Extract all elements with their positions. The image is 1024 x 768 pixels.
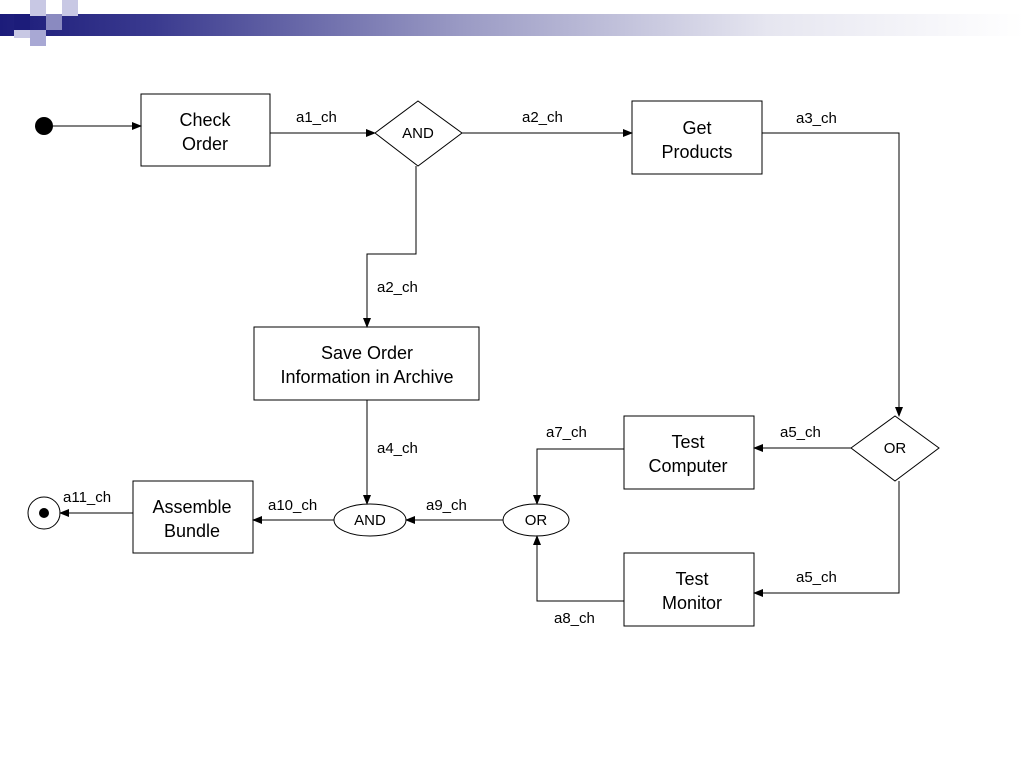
flow-label-a8: a8_ch — [554, 610, 595, 627]
flow-label-a1: a1_ch — [296, 109, 337, 126]
assemble-bundle-label-2: Bundle — [164, 521, 220, 541]
or-split-gateway: OR — [850, 415, 940, 482]
check-order-label-2: Order — [182, 134, 228, 154]
get-products-label-2: Products — [661, 142, 732, 162]
header-square-pale-2 — [14, 30, 30, 38]
test-monitor-label-1: Test — [675, 569, 708, 589]
flow-a8 — [533, 535, 624, 602]
flow-label-a7: a7_ch — [546, 424, 587, 441]
and-join-label: AND — [354, 512, 386, 529]
test-computer-box: Test Computer — [623, 415, 755, 490]
end-node — [27, 496, 61, 530]
flow-label-a3: a3_ch — [796, 110, 837, 127]
flow-label-a5-monitor: a5_ch — [796, 569, 837, 586]
start-node — [35, 117, 53, 135]
flow-a5-monitor — [753, 481, 900, 597]
test-computer-label-2: Computer — [648, 456, 727, 476]
check-order-label-1: Check — [179, 110, 231, 130]
or-split-label: OR — [884, 440, 907, 457]
get-products-box: Get Products — [631, 100, 763, 175]
and-join-gateway: AND — [333, 503, 407, 537]
header-square-mid — [46, 14, 62, 30]
flow-label-a2-down: a2_ch — [377, 279, 418, 296]
flow-label-a9: a9_ch — [426, 497, 467, 514]
header-gradient-bar — [0, 14, 1024, 36]
flow-label-a4: a4_ch — [377, 440, 418, 457]
flow-a3 — [762, 132, 903, 417]
assemble-bundle-box: Assemble Bundle — [132, 480, 254, 554]
flow-a2-down — [363, 166, 417, 328]
get-products-label-1: Get — [682, 118, 711, 138]
flow-label-a5-computer: a5_ch — [780, 424, 821, 441]
header-square-pale — [30, 30, 46, 46]
header-square-dark — [14, 14, 30, 30]
or-join-label: OR — [525, 512, 548, 529]
save-order-box: Save Order Information in Archive — [253, 326, 480, 401]
flow-label-a2-right: a2_ch — [522, 109, 563, 126]
test-monitor-label-2: Monitor — [662, 593, 722, 613]
test-computer-label-1: Test — [671, 432, 704, 452]
save-order-label-2: Information in Archive — [280, 367, 453, 387]
check-order-box: Check Order — [140, 93, 271, 167]
or-join-gateway: OR — [502, 503, 570, 537]
flow-label-a11: a11_ch — [63, 489, 111, 506]
and-split-gateway: AND — [374, 100, 463, 167]
flow-label-a10: a10_ch — [268, 497, 317, 514]
flow-a7 — [533, 448, 624, 505]
test-monitor-box: Test Monitor — [623, 552, 755, 627]
assemble-bundle-label-1: Assemble — [152, 497, 231, 517]
header-square-light-2 — [62, 0, 78, 16]
and-split-label: AND — [402, 125, 434, 142]
header-square-light — [30, 0, 46, 16]
save-order-label-1: Save Order — [321, 343, 413, 363]
